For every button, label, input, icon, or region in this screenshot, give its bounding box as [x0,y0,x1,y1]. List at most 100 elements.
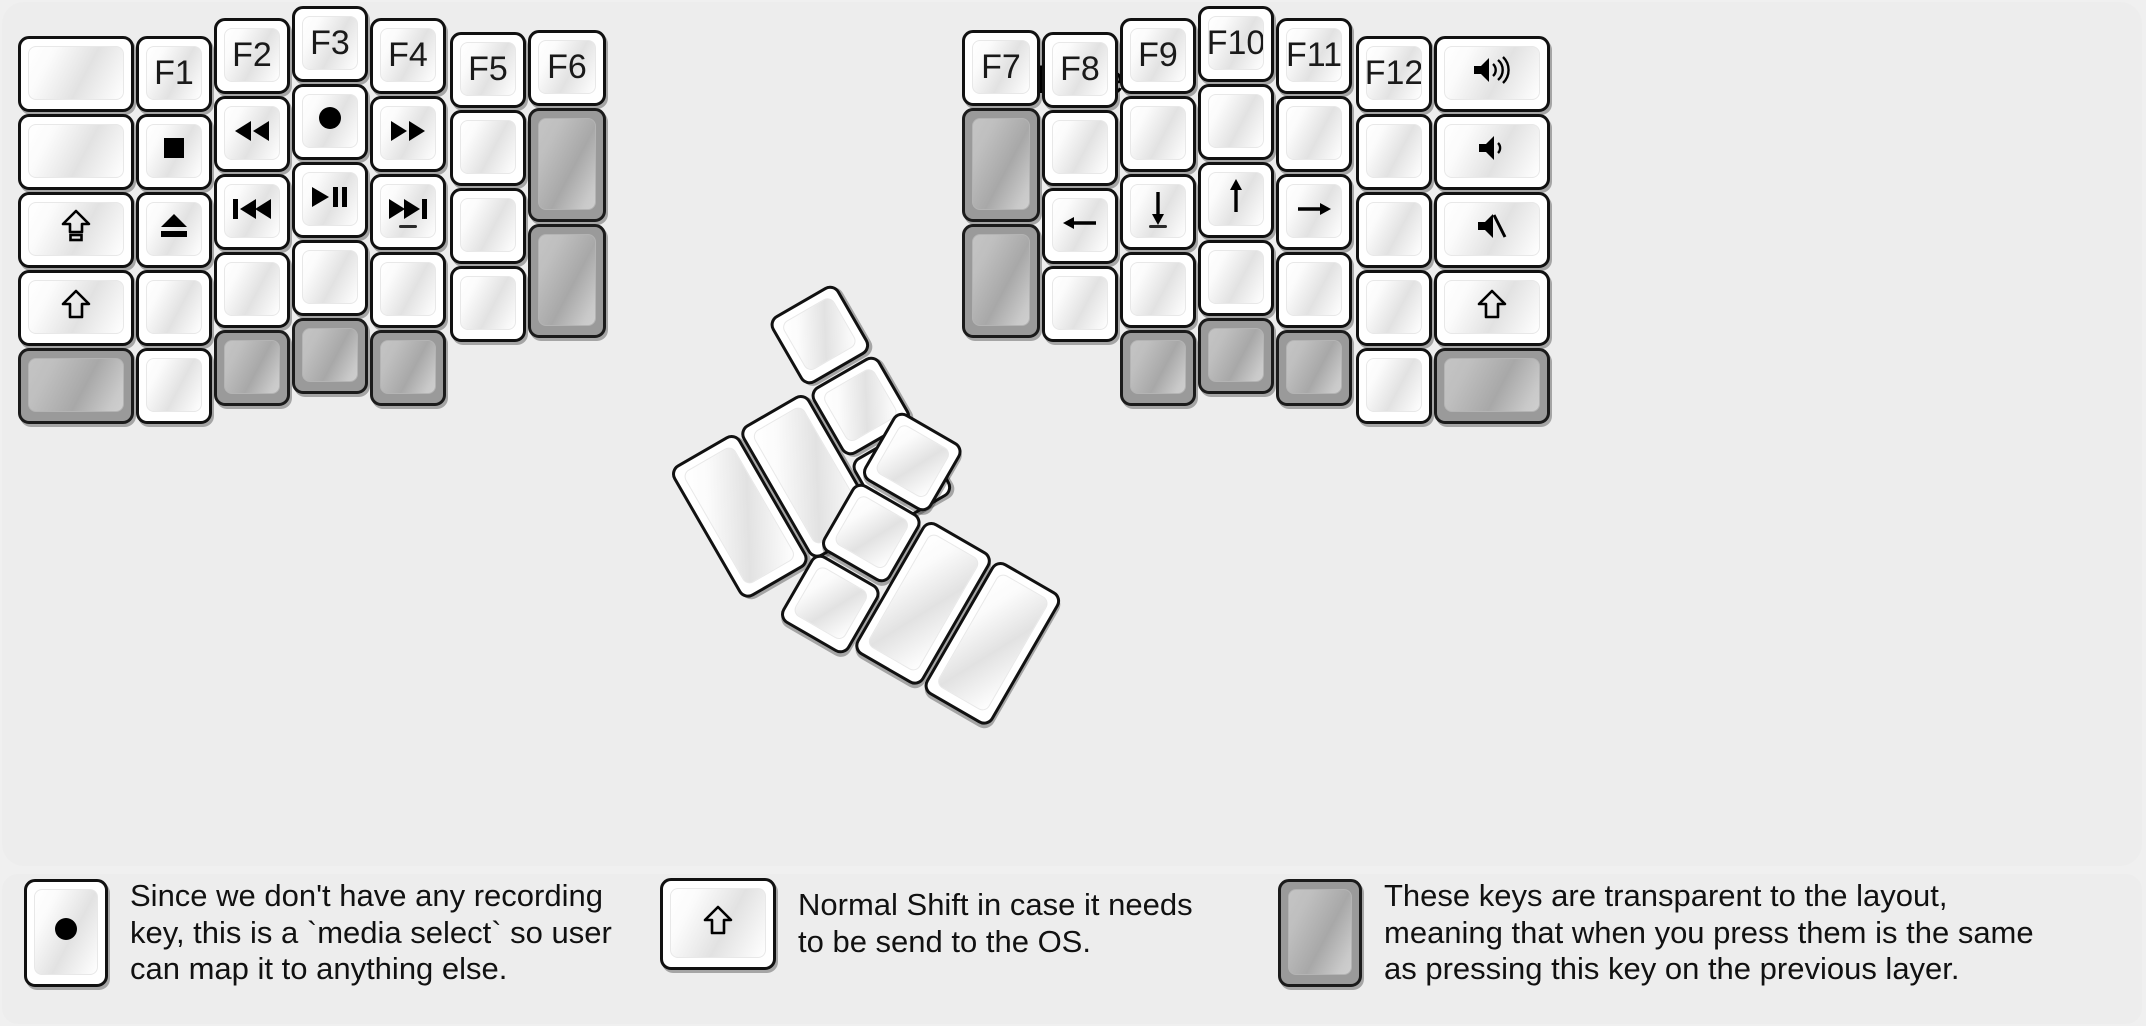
keycap-face: F2 [224,28,280,82]
key-arrow-left[interactable] [1042,188,1118,264]
key-transparent[interactable] [528,224,606,338]
key-f12[interactable]: F12 [1356,36,1432,112]
col-f12-key-3[interactable] [1356,270,1432,346]
key-transparent[interactable] [1276,330,1352,406]
legend-transparent-text: These keys are transparent to the layout… [1384,878,2034,987]
key-f1[interactable]: F1 [136,36,212,112]
col-f5-key-2[interactable] [450,188,526,264]
key-transparent[interactable] [370,330,446,406]
col-f3-key-3[interactable] [292,240,368,316]
key-f8[interactable]: F8 [1042,32,1118,108]
keycap-face: F3 [302,16,358,70]
key-transparent[interactable] [1198,318,1274,394]
key-f3[interactable]: F3 [292,6,368,82]
key-fast-forward[interactable] [370,96,446,172]
key-play-pause[interactable] [292,162,368,238]
legend-record: Since we don't have any recording key, t… [24,878,612,988]
col-f9-key-3[interactable] [1120,252,1196,328]
keycap-face [224,184,280,238]
keycap-face [1130,340,1186,394]
key-prev-track[interactable] [214,174,290,250]
col-f10-key-3[interactable] [1198,240,1274,316]
keycap-face [670,888,766,958]
keycap-face [380,184,436,238]
key-f5[interactable]: F5 [450,32,526,108]
keycap-face [1286,340,1342,394]
legend-shift: Normal Shift in case it needs to be send… [660,878,1193,970]
col-f10-key-1[interactable] [1198,84,1274,160]
key-next-track[interactable] [370,174,446,250]
keycap-face [1286,184,1342,238]
keycap-face [28,358,124,412]
col-f8-key-1[interactable] [1042,110,1118,186]
keycap-face [302,94,358,148]
keycap-face [1052,120,1108,174]
col-f2-key-3[interactable] [214,252,290,328]
key-record[interactable] [292,84,368,160]
keycap-face [302,328,358,382]
col-f8-key-3[interactable] [1042,266,1118,342]
key-f10[interactable]: F10 [1198,6,1274,82]
key-f6[interactable]: F6 [528,30,606,106]
keycap-face [1130,262,1186,316]
keycap-face [146,124,202,178]
key-f7[interactable]: F7 [962,30,1040,106]
key-f2[interactable]: F2 [214,18,290,94]
key-label: F12 [1366,54,1422,92]
key-mute[interactable] [1434,192,1550,268]
key-label: F5 [468,50,508,88]
arrow-right-icon [1294,194,1334,228]
key-transparent[interactable] [1434,348,1550,424]
key-arrow-down[interactable] [1120,174,1196,250]
col-f4-key-3[interactable] [370,252,446,328]
key-transparent[interactable] [962,224,1040,338]
keycap-face [1366,124,1422,178]
keycap-face [380,106,436,160]
keycap-face [28,202,124,256]
key-stop[interactable] [136,114,212,190]
arrow-up-icon [1223,176,1249,222]
col-f12-key-2[interactable] [1356,192,1432,268]
col-f1-key-3[interactable] [136,270,212,346]
shift-icon [1477,288,1507,326]
col-f9-key-1[interactable] [1120,96,1196,172]
keycap-face [972,118,1030,210]
key-transparent[interactable] [1120,330,1196,406]
legend-panel [2,874,2142,1024]
col-outer-left-key-0[interactable] [18,36,134,112]
col-f1-key-4[interactable] [136,348,212,424]
key-transparent[interactable] [18,348,134,424]
key-arrow-right[interactable] [1276,174,1352,250]
record-icon [49,912,83,952]
key-f4[interactable]: F4 [370,18,446,94]
col-f12-key-4[interactable] [1356,348,1432,424]
key-transparent[interactable] [528,108,606,222]
key-eject[interactable] [136,192,212,268]
key-label: F6 [547,48,587,86]
key-f9[interactable]: F9 [1120,18,1196,94]
col-outer-left-key-1[interactable] [18,114,134,190]
key-transparent[interactable] [962,108,1040,222]
key-volume-up[interactable] [1434,36,1550,112]
key-shift[interactable] [18,270,134,346]
col-f11-key-1[interactable] [1276,96,1352,172]
key-label: F3 [310,24,350,62]
col-f5-key-1[interactable] [450,110,526,186]
homing-bar [399,225,417,228]
key-volume-down[interactable] [1434,114,1550,190]
key-transparent[interactable] [214,330,290,406]
col-f12-key-1[interactable] [1356,114,1432,190]
key-f11[interactable]: F11 [1276,18,1352,94]
shift-icon [61,288,91,326]
keycap-face: F5 [460,42,516,96]
keycap-face [873,422,952,500]
key-transparent[interactable] [292,318,368,394]
key-shift-lock[interactable] [18,192,134,268]
keycap-face [28,280,124,334]
col-f5-key-3[interactable] [450,266,526,342]
col-f11-key-3[interactable] [1276,252,1352,328]
key-shift[interactable] [1434,270,1550,346]
key-arrow-up[interactable] [1198,162,1274,238]
keycap-face [1366,358,1422,412]
key-rewind[interactable] [214,96,290,172]
